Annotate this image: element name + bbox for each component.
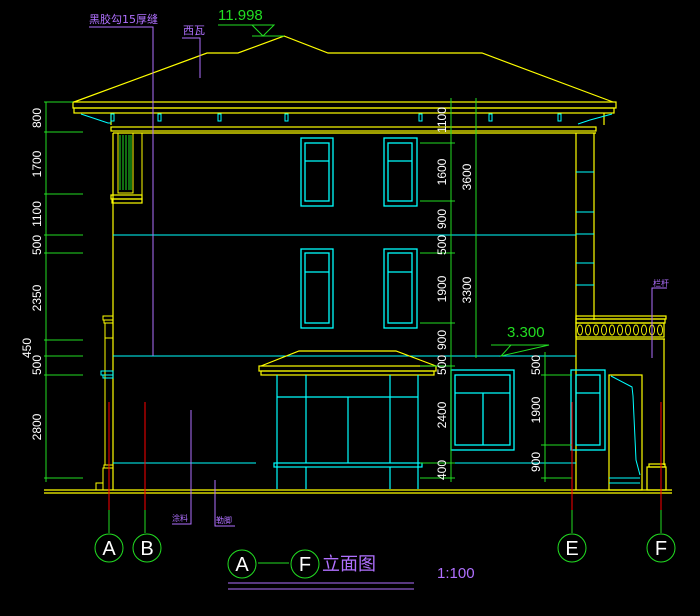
dim-c-2400: 2400 xyxy=(435,401,449,428)
left-pilaster xyxy=(95,315,114,491)
drawing-title-block: A F 立面图 1:100 xyxy=(227,549,475,590)
drawing-title: 立面图 xyxy=(322,554,376,575)
bay-window xyxy=(273,375,423,489)
axis-label-a: A xyxy=(102,538,116,560)
dim-500a: 500 xyxy=(30,235,44,255)
axis-label-e: E xyxy=(565,538,578,560)
drawing-scale: 1:100 xyxy=(437,565,475,582)
title-axis-from: A xyxy=(235,554,249,576)
center-dimension-text: 1100 1600 900 500 1900 900 500 2400 400 … xyxy=(435,107,543,480)
railing-note: 栏杆 xyxy=(653,278,669,288)
dim-450: 450 xyxy=(20,338,34,358)
left-fluted-column xyxy=(110,132,143,204)
dim-r-500: 500 xyxy=(529,355,543,375)
dim-c-1100: 1100 xyxy=(435,107,449,133)
annotation-texts: 黑胶勾15厚缝 西瓦 栏杆 涂料 勒脚 xyxy=(89,12,669,525)
floor-lines xyxy=(113,171,594,464)
dim-c-900b: 900 xyxy=(435,330,449,350)
title-axis-to: F xyxy=(299,554,311,576)
dim-1100: 1100 xyxy=(30,201,44,227)
entrance-steps xyxy=(609,375,641,484)
dim-r-1900: 1900 xyxy=(529,396,543,423)
axis-bubble-f: F xyxy=(646,533,676,563)
axis-label-f: F xyxy=(655,538,667,560)
annotation-leaders xyxy=(89,26,667,527)
axis-bubble-e: E xyxy=(557,533,587,563)
roof-tile-note: 西瓦 xyxy=(183,24,205,37)
porch-level-marker: 3.300 xyxy=(491,324,550,357)
eave-brackets xyxy=(80,113,613,125)
dim-2800: 2800 xyxy=(30,413,44,440)
balusters xyxy=(577,324,663,336)
axis-label-b: B xyxy=(140,538,153,560)
cornice-band xyxy=(110,126,597,134)
ridge-level-text: 11.998 xyxy=(218,7,263,24)
main-roof xyxy=(72,35,617,125)
left-dimension-text: 800 1700 1100 500 2350 450 500 2800 xyxy=(20,108,44,441)
dim-500b: 500 xyxy=(30,355,44,375)
main-walls xyxy=(112,133,595,490)
bay-window-roof xyxy=(258,350,437,376)
porch-level-text: 3.300 xyxy=(507,324,545,341)
plinth-note: 勒脚 xyxy=(216,515,232,525)
dim-c-3600: 3600 xyxy=(460,163,474,190)
left-dimension-chain xyxy=(44,101,83,482)
dim-c-400: 400 xyxy=(435,460,449,480)
dim-r-900: 900 xyxy=(529,452,543,472)
dim-800: 800 xyxy=(30,108,44,128)
dim-2350: 2350 xyxy=(30,284,44,311)
axis-bubble-b: B xyxy=(132,533,162,563)
axis-lines xyxy=(108,402,662,533)
windows-ground xyxy=(450,369,606,451)
left-sill xyxy=(100,370,114,379)
axis-bubble-a: A xyxy=(94,533,124,563)
dim-c-500b: 500 xyxy=(435,355,449,375)
dim-1700: 1700 xyxy=(30,150,44,177)
dim-c-1900: 1900 xyxy=(435,275,449,302)
roof-material-note: 黑胶勾15厚缝 xyxy=(89,12,158,26)
right-balcony xyxy=(575,315,667,491)
dim-c-900a: 900 xyxy=(435,209,449,229)
ridge-level-marker: 11.998 xyxy=(218,7,284,37)
dim-c-3300: 3300 xyxy=(460,276,474,303)
dim-c-500a: 500 xyxy=(435,235,449,255)
center-dimension-chain xyxy=(420,98,572,482)
windows-upper xyxy=(300,137,418,329)
wall-paint-note: 涂料 xyxy=(172,513,188,523)
ground-line xyxy=(44,489,672,494)
dim-c-1600: 1600 xyxy=(435,158,449,185)
